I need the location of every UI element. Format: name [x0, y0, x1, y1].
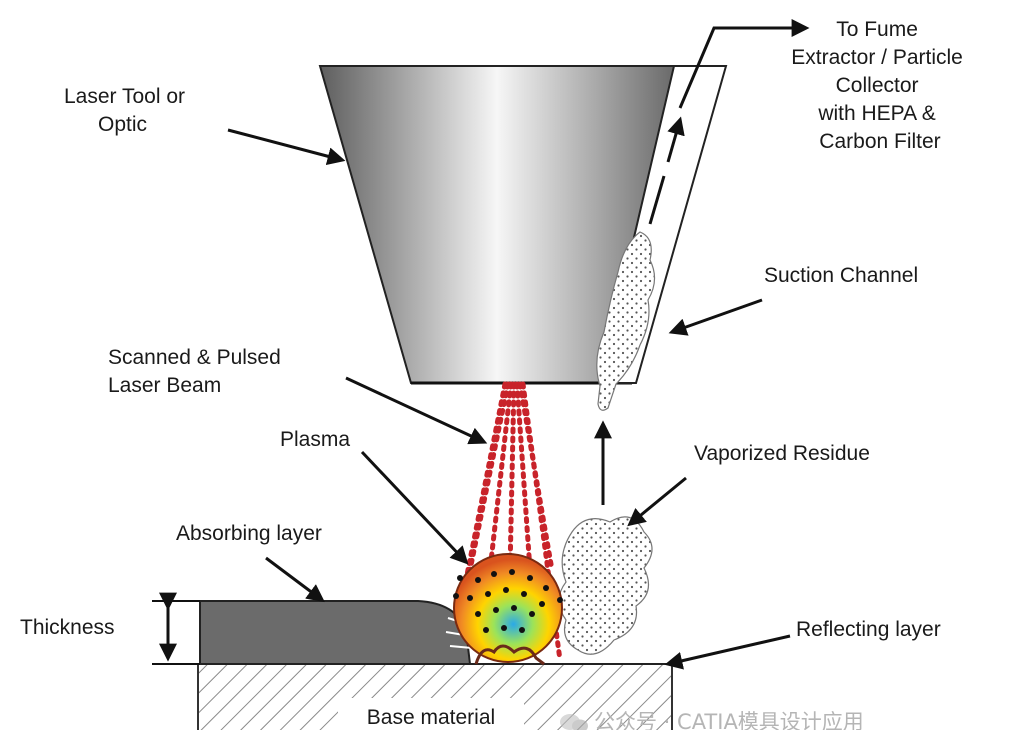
absorbing-layer-pointer [265, 556, 325, 603]
vaporized-residue-label: Vaporized Residue [694, 442, 870, 465]
reflecting-layer-label: Reflecting layer [796, 618, 941, 641]
scanned-beam-label: Scanned & Pulsed Laser Beam [108, 346, 287, 397]
reflecting-layer-pointer [664, 634, 791, 670]
watermark-text: 公众号 · CATIA模具设计应用 [594, 710, 864, 730]
molten-crater [474, 644, 545, 666]
suction-channel-pointer [668, 298, 763, 336]
plasma-pointer [360, 450, 469, 565]
suction-flow-dash-2 [666, 116, 685, 163]
laser-tool-pointer [227, 128, 346, 166]
vaporized-residue-cloud [558, 516, 653, 655]
suction-flow-dash-1 [648, 175, 666, 225]
fume-extractor-arrow [678, 19, 810, 109]
absorbing-layer-label: Absorbing layer [176, 522, 322, 545]
laser-tool-label: Laser Tool or Optic [64, 85, 191, 136]
base-material-label: Base material [367, 706, 495, 729]
wechat-icon [560, 714, 588, 730]
plasma-label: Plasma [280, 428, 350, 451]
absorbing-layer-shape [199, 600, 472, 665]
fume-extractor-label: To Fume Extractor / Particle Collector w… [791, 18, 968, 153]
base-material-label-bg [338, 698, 524, 730]
vaporized-residue-pointer [627, 476, 687, 527]
plasma-ball [453, 553, 563, 663]
scanned-beam-pointer [345, 376, 488, 445]
suction-channel-label: Suction Channel [764, 264, 918, 287]
suction-residue-cloud [596, 231, 656, 411]
thickness-label: Thickness [20, 616, 115, 639]
plasma-particles [453, 569, 563, 633]
